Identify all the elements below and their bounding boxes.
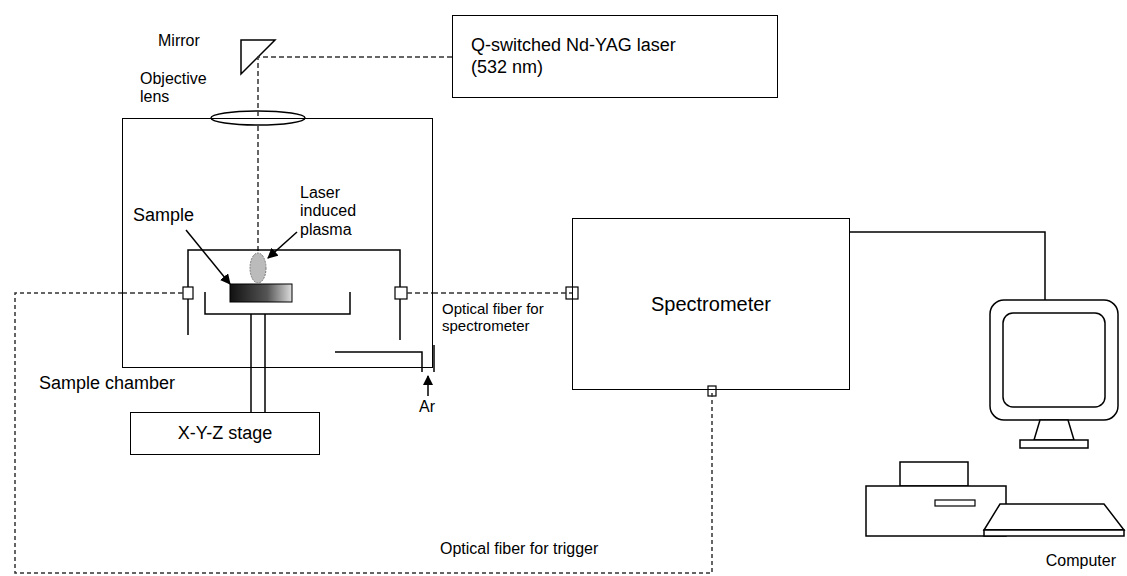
leader-line (268, 232, 297, 258)
fiber-label: Optical fiber for trigger (440, 540, 598, 558)
computer: Computer (855, 300, 1122, 572)
monitor-base (1020, 440, 1088, 448)
part-label: Objective lens (140, 70, 220, 107)
trigger-fiber (122, 292, 183, 294)
node-label: Q-switched Nd-YAG laser (532 nm) (471, 35, 711, 78)
keyboard (984, 504, 1124, 530)
sample (230, 284, 292, 302)
spectrometer-box: Spectrometer (572, 218, 850, 390)
gas-pipe (433, 345, 435, 372)
node-label: X-Y-Z stage (178, 423, 272, 445)
keyboard (984, 530, 1124, 536)
fiber-label: Optical fiber for spectrometer (442, 300, 570, 335)
monitor-screen (1003, 313, 1105, 407)
gas-pipe (335, 352, 422, 372)
inner-chamber (188, 250, 400, 340)
printer (900, 462, 968, 486)
node-label: Computer (1046, 551, 1116, 570)
sample-chamber: Sample chamber (122, 118, 433, 368)
data-cable (850, 232, 1045, 300)
optical-fiber (433, 292, 572, 294)
stage-post (250, 314, 252, 412)
drive-slot (935, 500, 975, 506)
stage-box: X-Y-Z stage (130, 412, 320, 455)
monitor (990, 300, 1118, 420)
part-label: Sample (133, 205, 194, 226)
leader-line (186, 230, 230, 284)
part-label: Mirror (158, 32, 200, 50)
gas-arrow (427, 376, 429, 396)
laser-beam (257, 118, 259, 258)
plasma (250, 253, 266, 283)
trigger-fiber (15, 293, 712, 573)
fiber-connector (395, 287, 407, 299)
spectro-fiber (407, 292, 433, 294)
laser-box: Q-switched Nd-YAG laser (532 nm) (452, 15, 778, 98)
laser-beam (258, 57, 452, 118)
gas-label: Ar (419, 398, 435, 416)
part-label: Laser induced plasma (300, 184, 372, 239)
stage-post (264, 314, 266, 412)
fiber-connector (183, 287, 193, 299)
node-label: Sample chamber (39, 373, 175, 395)
node-label: Spectrometer (651, 292, 771, 316)
monitor-stand (1034, 420, 1074, 440)
